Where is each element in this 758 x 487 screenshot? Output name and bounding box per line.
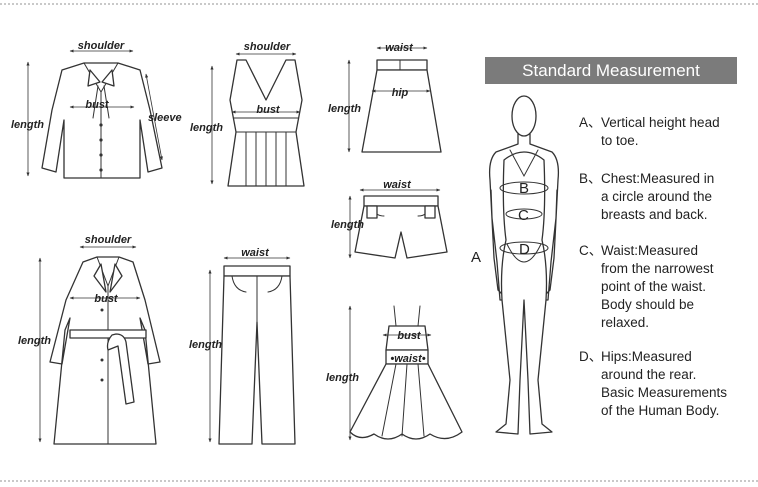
description-a-key: A、 <box>579 115 602 130</box>
marker-d: D <box>519 241 530 258</box>
shorts-length-label: length <box>331 219 364 231</box>
shirt-shoulder-label: shoulder <box>78 40 125 52</box>
description-d-key: D、 <box>579 349 603 364</box>
description-a-line-1: Vertical height head <box>601 115 720 130</box>
trousers-diagram: waist length <box>189 247 296 445</box>
description-c-line-3: point of the waist. <box>601 279 707 294</box>
description-c-key: C、 <box>579 243 603 258</box>
coat-length-label: length <box>18 335 51 347</box>
description-b: B、Chest:Measured in a circle around the … <box>579 170 714 224</box>
coat-bust-label: bust <box>94 293 119 305</box>
tank-top-diagram: shoulder bust length <box>190 41 305 187</box>
bottom-dotted-border <box>0 480 758 482</box>
description-d-line-1: Hips:Measured <box>601 349 692 364</box>
dress-waist-label: •waist• <box>390 353 425 365</box>
coat-shoulder-label: shoulder <box>85 234 132 246</box>
trousers-waist-label: waist <box>241 247 270 259</box>
skirt-hip-label: hip <box>392 87 409 99</box>
description-c-line-2: from the narrowest <box>601 261 714 276</box>
section-heading: Standard Measurement <box>485 57 737 84</box>
shorts-waist-label: waist <box>383 179 412 191</box>
description-b-line-2: a circle around the <box>601 189 713 204</box>
shirt-diagram: shoulder bust length sleeve <box>11 40 182 179</box>
description-c-line-5: relaxed. <box>601 315 650 330</box>
description-c: C、Waist:Measured from the narrowest poin… <box>579 242 714 332</box>
description-c-line-4: Body should be <box>601 297 695 312</box>
tank-length-label: length <box>190 122 223 134</box>
description-d-line-2: around the rear. <box>601 367 697 382</box>
description-b-key: B、 <box>579 171 602 186</box>
description-a-line-2: to toe. <box>601 133 639 148</box>
shirt-bust-label: bust <box>85 99 110 111</box>
shorts-diagram: waist length <box>331 179 448 259</box>
human-body-figure: A B C D <box>471 95 560 435</box>
description-b-line-1: Chest:Measured in <box>601 171 715 186</box>
description-b-line-3: breasts and back. <box>601 207 708 222</box>
shirt-sleeve-label: sleeve <box>148 112 182 124</box>
dress-diagram: bust •waist• length <box>326 305 463 441</box>
description-d: D、Hips:Measured around the rear. Basic M… <box>579 348 727 420</box>
shirt-length-label: length <box>11 119 44 131</box>
description-c-line-1: Waist:Measured <box>601 243 699 258</box>
trousers-length-label: length <box>189 339 222 351</box>
dress-length-label: length <box>326 372 359 384</box>
top-dotted-border <box>0 3 758 5</box>
skirt-waist-label: waist <box>385 42 414 54</box>
dress-bust-label: bust <box>397 330 422 342</box>
description-d-line-4: of the Human Body. <box>601 403 720 418</box>
skirt-diagram: waist hip length <box>328 42 442 153</box>
skirt-length-label: length <box>328 103 361 115</box>
tank-shoulder-label: shoulder <box>244 41 291 53</box>
marker-b: B <box>519 180 529 197</box>
description-d-line-3: Basic Measurements <box>601 385 728 400</box>
tank-bust-label: bust <box>256 104 281 116</box>
coat-diagram: shoulder bust length <box>18 234 161 445</box>
description-a: A、Vertical height head to toe. <box>579 114 720 150</box>
marker-a: A <box>471 249 481 266</box>
marker-c: C <box>518 207 529 224</box>
